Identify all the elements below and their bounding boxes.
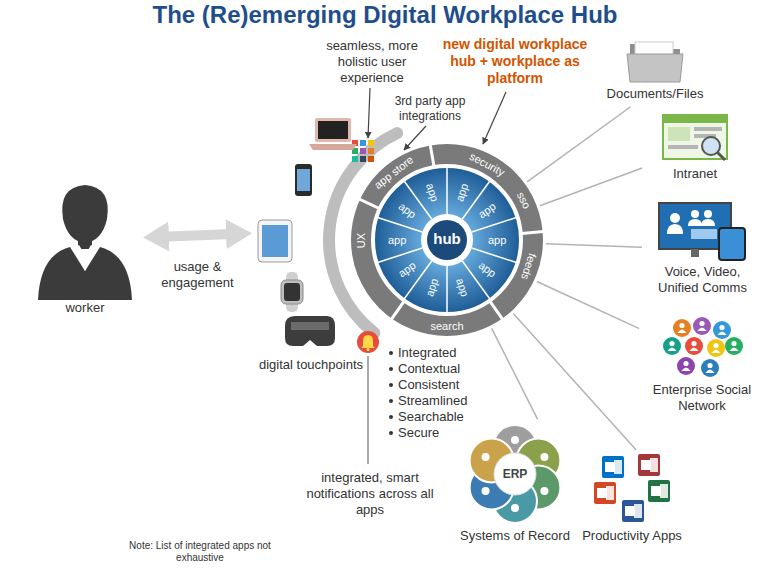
node-label: Productivity Apps <box>572 528 692 544</box>
callout-arrow <box>404 126 426 150</box>
system-node: Documents/Files <box>600 36 710 105</box>
ring-segment-label: UX <box>355 232 368 247</box>
bullet-item: Streamlined <box>398 393 467 409</box>
notification-bell <box>357 331 379 353</box>
ring-segment-label: security <box>468 149 508 178</box>
hub-node: hub <box>351 144 543 336</box>
usage-arrow <box>157 234 238 237</box>
bullet-item: Consistent <box>398 377 459 393</box>
system-node: ERP Systems of Record <box>455 422 575 547</box>
hub-connector <box>540 168 642 206</box>
app-wedge-label: app <box>476 200 498 221</box>
system-node: worker <box>30 175 140 319</box>
callout-text: 3rd party app integrations <box>380 94 480 124</box>
app-wedge-label: app <box>476 259 498 280</box>
unified-comms-icon <box>645 200 760 264</box>
hub-connector <box>492 328 538 419</box>
touchpoint-devices <box>255 112 367 357</box>
system-node: Productivity Apps <box>572 452 692 547</box>
edge-label: usage & engagement <box>148 259 248 291</box>
app-wedge-label: app <box>395 200 417 221</box>
hub-connector <box>546 244 642 248</box>
system-node: digital touchpoints <box>255 112 367 376</box>
node-label: worker <box>30 300 140 316</box>
node-label: digital touchpoints <box>255 357 367 373</box>
intranet-icon <box>645 112 745 166</box>
diagram-title: The (Re)emerging Digital Workplace Hub <box>0 0 770 30</box>
bullet-item: Integrated <box>398 345 457 361</box>
documents-icon <box>600 36 710 86</box>
worker-figure <box>30 175 140 300</box>
headline-callout: new digital workplace hub + workplace as… <box>435 36 595 87</box>
node-label: Enterprise Social Network <box>642 382 762 414</box>
callout-arrow <box>368 88 370 138</box>
system-node: Voice, Video, Unified Comms <box>645 200 760 299</box>
hub-connector <box>537 281 639 328</box>
social-network-icon <box>642 318 762 382</box>
callout-arrow <box>483 92 506 144</box>
bullet-item: Secure <box>398 425 439 441</box>
app-wedge-label: app <box>488 234 506 247</box>
bullet-dots <box>389 351 393 435</box>
callout-text: integrated, smart notifications across a… <box>295 470 445 518</box>
app-wedge-label: app <box>423 277 441 298</box>
note: Note: List of integrated apps not exhaus… <box>125 540 275 564</box>
system-node: Enterprise Social Network <box>642 318 762 417</box>
app-wedge-label: app <box>395 259 417 280</box>
node-label: ERP <box>455 466 575 482</box>
bullet-item: Contextual <box>398 361 460 377</box>
ring-segment-label: sso <box>514 190 533 211</box>
app-wedge-label: app <box>454 182 472 203</box>
ring-segment-label: feeds <box>518 252 539 282</box>
node-label: Intranet <box>645 166 745 182</box>
app-store-icon <box>352 140 374 162</box>
system-node: Intranet <box>645 112 745 185</box>
hub-connector <box>527 107 630 182</box>
hub-connector <box>513 314 636 450</box>
ring-segment-label: app store <box>372 153 416 191</box>
bullet-item: Searchable <box>398 409 464 425</box>
ring-segment-label: search <box>431 320 464 333</box>
node-label: Documents/Files <box>600 86 710 102</box>
outer-experience-arc <box>329 133 397 333</box>
hub-label: hub <box>433 231 461 247</box>
app-wedge-label: app <box>423 182 441 203</box>
app-wedge-label: app <box>454 277 472 298</box>
node-label: Voice, Video, Unified Comms <box>645 264 760 296</box>
callout-text: seamless, more holistic user experience <box>316 38 428 86</box>
app-wedge-label: app <box>388 234 406 247</box>
productivity-apps-icon <box>572 452 692 528</box>
node-label: Systems of Record <box>455 528 575 544</box>
notification-leader <box>368 356 369 464</box>
